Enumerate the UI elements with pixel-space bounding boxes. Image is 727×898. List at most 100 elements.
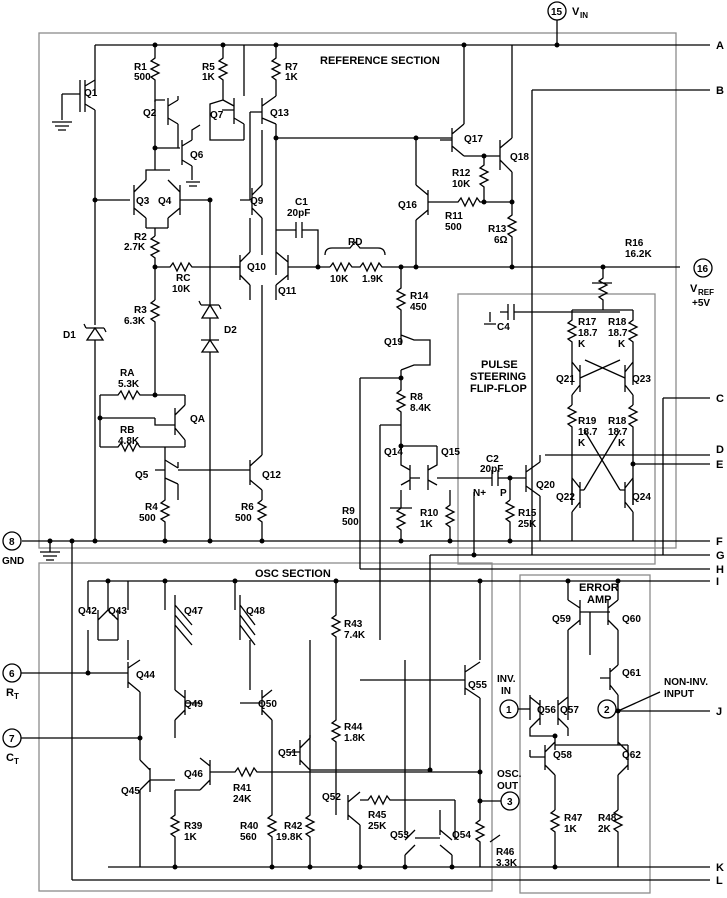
q46-label: Q46 [184,769,203,780]
pin-8-gnd[interactable] [2,531,22,551]
q51-label: Q51 [278,748,297,759]
q53-q54-body [404,660,456,867]
rd [329,261,680,273]
q59-body [567,581,610,695]
edge-label-a: A [716,40,724,52]
r45-name: R45 [368,810,387,821]
inv-label-1: INV. [497,674,516,685]
reference-section-label: REFERENCE SECTION [320,55,440,67]
edge-label-g: G [716,550,725,562]
rd-name: RD [348,237,362,248]
q5-body [155,447,179,500]
q47-label: Q47 [184,606,203,617]
r12 [478,156,490,202]
q58-label: Q58 [553,750,572,761]
q2-label: Q2 [143,108,157,119]
r6 [256,499,268,541]
r15-value: 25K [518,519,537,530]
r15 [504,478,516,541]
rail-l [71,541,710,881]
r5 [217,45,229,100]
r43-value: 7.4K [344,630,366,641]
r40-name: R40 [240,821,259,832]
q13-body [249,95,277,275]
r10 [444,490,456,541]
r17-unit: K [578,339,586,350]
r15-name: R15 [518,508,537,519]
q55-label: Q55 [468,680,487,691]
edge-label-k: K [716,862,724,874]
pin-8-number: 8 [9,537,15,548]
r1-name: R1 [134,62,147,73]
q46-body [175,757,230,791]
q6-body [155,124,201,187]
r1 [149,45,161,102]
r7-name: R7 [285,62,298,73]
rd-value-2: 1.9K [362,274,384,285]
q11-label: Q11 [278,286,297,297]
q3-body [95,169,170,228]
r12-value: 10K [452,179,471,190]
r19 [566,404,578,505]
q49-body [174,640,200,738]
q47-body [164,581,193,646]
q53-label: Q53 [390,830,409,841]
q14-label: Q14 [384,447,403,458]
r46-value: 3.3K [496,858,518,869]
ct-label: C [6,752,14,764]
r10-name: R10 [420,508,439,519]
r14 [395,267,407,330]
reference-section-box [38,32,677,549]
r6-name: R6 [241,502,254,513]
r16-value: 16.2K [625,249,652,260]
r4 [159,485,171,541]
r9-name: R9 [342,506,355,517]
pin-16-vref[interactable] [693,258,713,278]
q2-body [154,96,179,148]
edge-label-d: D [716,444,724,456]
ground-symbol-2 [40,541,60,561]
r18b-unit: K [618,438,626,449]
qa-body [100,395,186,447]
r17-value: 18.7 [578,328,598,339]
r48 [612,809,624,867]
r43-name: R43 [344,619,363,630]
q43-label: Q43 [108,606,127,617]
q60-body [607,581,619,655]
r39-name: R39 [184,821,203,832]
rc-name: RC [176,273,190,284]
r11 [445,196,512,208]
q22-body [571,477,584,541]
q62-body [555,711,629,810]
q19-label: Q19 [384,337,403,348]
q45-label: Q45 [121,786,140,797]
pin-15-vin[interactable] [547,1,567,21]
q18-label: Q18 [510,152,529,163]
r42 [304,640,316,867]
vin-sub: IN [580,11,588,20]
q21-label: Q21 [556,374,575,385]
q49-label: Q49 [184,699,203,710]
r1-value: 500 [134,72,151,83]
edge-label-i: I [716,576,719,588]
rt-label: R [6,687,14,699]
r18a-name: R18 [608,317,627,328]
q44-label: Q44 [136,670,155,681]
r44-value: 1.8K [344,733,366,744]
ra-value: 5.3K [118,379,140,390]
edge-label-e: E [716,459,723,471]
q56-q57-body [529,695,569,737]
c1 [276,222,319,267]
vin-label: V [572,6,580,18]
rail-h [359,378,710,570]
rd-value-1: 10K [330,274,349,285]
noninv-label-2: INPUT [664,689,694,700]
q1-body [61,45,96,200]
edge-label-l: L [716,875,723,887]
junction-dots [47,42,636,870]
p-label: P [500,488,507,499]
r16-name: R16 [625,238,644,249]
r47-value: 1K [564,824,578,835]
r9 [390,490,412,541]
